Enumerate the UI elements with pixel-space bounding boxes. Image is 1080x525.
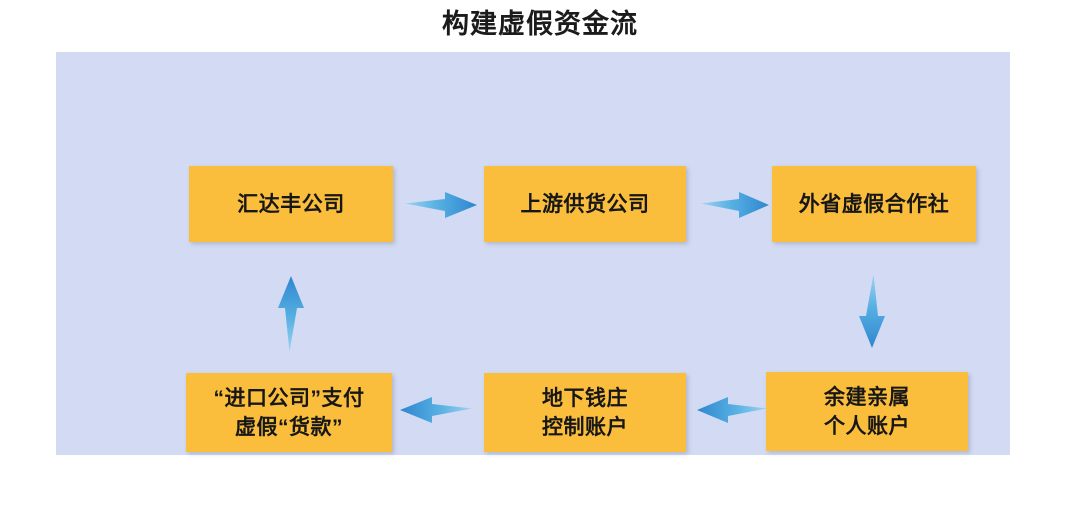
page-title: 构建虚假资金流 [442, 9, 638, 39]
node-label-line1: 汇达丰公司 [237, 192, 345, 216]
node-huidafeng[interactable]: 汇达丰公司 [189, 166, 393, 242]
arrow-left-underground-to-importpay [400, 394, 472, 426]
node-label-line1: 余建亲属 [824, 385, 910, 409]
node-label-line2: 虚假“货款” [235, 415, 343, 439]
node-label-line1: 上游供货公司 [520, 192, 650, 216]
arrow-right-huidafeng-to-supplier [405, 189, 477, 221]
node-label-line1: “进口公司”支付 [213, 386, 365, 410]
node-label-line2: 控制账户 [542, 415, 628, 439]
node-underground[interactable]: 地下钱庄 控制账户 [484, 373, 686, 452]
arrow-left-relative-to-underground [697, 394, 767, 426]
arrow-up-importpay-to-huidafeng [271, 276, 307, 352]
node-label-line1: 地下钱庄 [542, 386, 628, 410]
arrow-right-supplier-to-coop [701, 189, 769, 221]
node-relative[interactable]: 余建亲属 个人账户 [766, 372, 968, 451]
node-importpay[interactable]: “进口公司”支付 虚假“货款” [186, 373, 392, 452]
arrow-down-coop-to-relative [856, 274, 892, 348]
flowchart-panel: 汇达丰公司 上游供货公司 外省虚假合作社 [56, 52, 1010, 455]
node-coop[interactable]: 外省虚假合作社 [772, 166, 976, 242]
node-supplier[interactable]: 上游供货公司 [484, 166, 686, 242]
node-label-line2: 个人账户 [824, 414, 910, 438]
node-label-line1: 外省虚假合作社 [798, 192, 950, 216]
